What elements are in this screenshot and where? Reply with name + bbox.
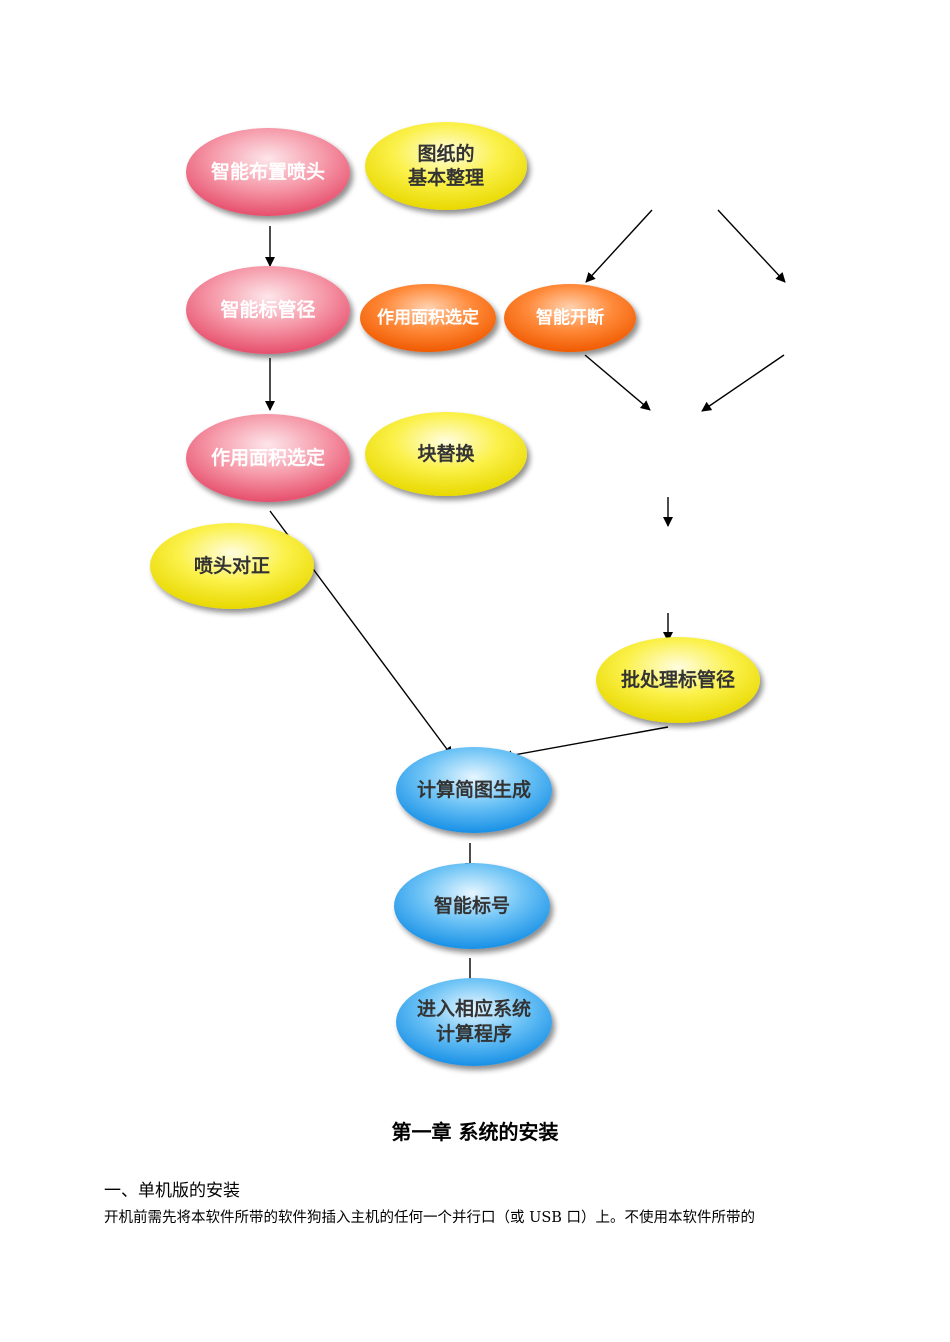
node-smart-numbering: 智能标号 <box>394 863 550 949</box>
node-label: 作用面积选定 <box>377 307 479 328</box>
arrow-n5-down <box>584 354 651 411</box>
node-smart-pipe-diameter: 智能标管径 <box>186 266 350 354</box>
node-area-selection-pink: 作用面积选定 <box>186 414 350 502</box>
node-label-line-1: 进入相应系统 <box>417 997 531 1020</box>
node-batch-pipe-diameter: 批处理标管径 <box>596 637 760 723</box>
node-label-line-1: 图纸的 <box>417 142 474 165</box>
node-label: 智能标管径 <box>220 298 315 321</box>
node-block-replace: 块替换 <box>365 412 527 496</box>
node-label-line-2: 基本整理 <box>407 166 484 189</box>
node-calc-diagram-generate: 计算简图生成 <box>396 747 552 833</box>
flow-arrows <box>265 209 786 989</box>
node-label-line-2: 计算程序 <box>436 1022 512 1045</box>
node-area-selection-orange: 作用面积选定 <box>360 284 496 352</box>
body-paragraph: 开机前需先将本软件所带的软件狗插入主机的任何一个并行口（或 USB 口）上。不使… <box>104 1210 756 1226</box>
section-heading: 一、单机版的安装 <box>104 1181 240 1201</box>
node-label: 计算简图生成 <box>417 778 531 801</box>
arrow-top-right <box>717 209 786 283</box>
arrow-right-down <box>701 354 785 412</box>
node-sprinkler-align: 喷头对正 <box>150 523 314 609</box>
node-label: 智能布置喷头 <box>211 160 325 183</box>
node-smart-break: 智能开断 <box>504 284 636 352</box>
arrow-n9-n10 <box>502 726 669 761</box>
flowchart-diagram: 智能布置喷头 图纸的 基本整理 智能标管径 作用面积选定 智能开断 作用面积选定… <box>150 122 786 1066</box>
node-label: 智能标号 <box>434 894 510 917</box>
arrow-top-left <box>585 209 653 283</box>
node-label: 喷头对正 <box>194 554 270 577</box>
node-label: 批处理标管径 <box>621 668 735 691</box>
node-label: 块替换 <box>417 442 475 465</box>
node-drawing-cleanup: 图纸的 基本整理 <box>365 122 527 210</box>
node-label: 智能开断 <box>536 307 604 328</box>
node-enter-calc-program: 进入相应系统 计算程序 <box>396 978 552 1066</box>
node-smart-sprinkler-layout: 智能布置喷头 <box>186 128 350 216</box>
chapter-title: 第一章 系统的安装 <box>391 1120 559 1144</box>
node-label: 作用面积选定 <box>211 446 325 469</box>
